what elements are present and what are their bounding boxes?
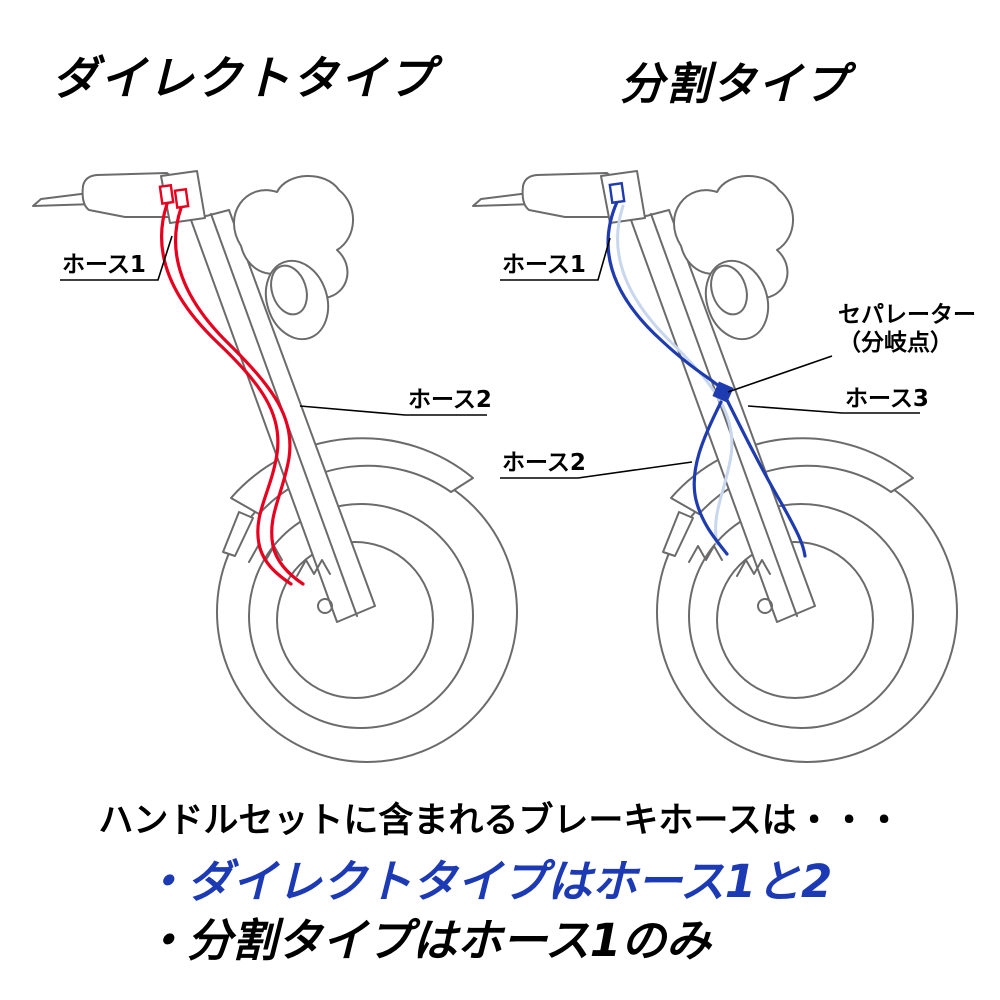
- split-type-diagram: ホース1 セパレーター （分岐点） ホース3 ホース2: [472, 170, 976, 763]
- leader-hose3: [747, 405, 920, 414]
- label-hose1-right: ホース1: [502, 252, 586, 278]
- split-hose-2-path: [692, 400, 729, 556]
- footer-bullets: ・ダイレクトタイプはホース1と2 ・分割タイプはホース1のみ: [142, 852, 832, 971]
- label-hose2-right: ホース2: [502, 450, 586, 476]
- label-hose1-left: ホース1: [62, 252, 146, 278]
- label-hose3: ホース3: [845, 386, 929, 412]
- label-hose2-left: ホース2: [408, 387, 492, 413]
- title-direct-type: ダイレクトタイプ: [52, 51, 436, 105]
- leader-hose1-right: [500, 237, 611, 281]
- label-separator-line2: （分岐点）: [838, 329, 953, 356]
- leader-separator: [727, 355, 833, 393]
- split-hose-1-path: [606, 200, 723, 390]
- direct-hose-1-path: [159, 202, 293, 586]
- banjo-fitting-icon: [173, 187, 190, 209]
- leader-hose2-right: [500, 461, 693, 479]
- leader-hose2-left: [299, 405, 487, 416]
- split-hose-3-path: [725, 398, 807, 558]
- direct-hoses: [158, 183, 305, 586]
- direct-type-diagram: ホース1 ホース2: [32, 170, 518, 763]
- footer-intro-text: ハンドルセットに含まれるブレーキホースは・・・: [98, 801, 902, 841]
- split-hoses: [606, 181, 807, 558]
- leader-hose1-left: [60, 235, 173, 281]
- label-separator-line1: セパレーター: [838, 302, 976, 328]
- ghost-hose-path: [616, 204, 734, 546]
- banjo-fitting-icon: [158, 183, 175, 205]
- bullet-direct-type: ・ダイレクトタイプはホース1と2: [142, 855, 833, 908]
- title-split-type: 分割タイプ: [620, 59, 850, 110]
- separator-node-icon: [712, 381, 734, 403]
- banjo-fitting-icon: [608, 181, 626, 205]
- direct-hose-2-path: [173, 206, 305, 586]
- bullet-split-type: ・分割タイプはホース1のみ: [142, 914, 712, 968]
